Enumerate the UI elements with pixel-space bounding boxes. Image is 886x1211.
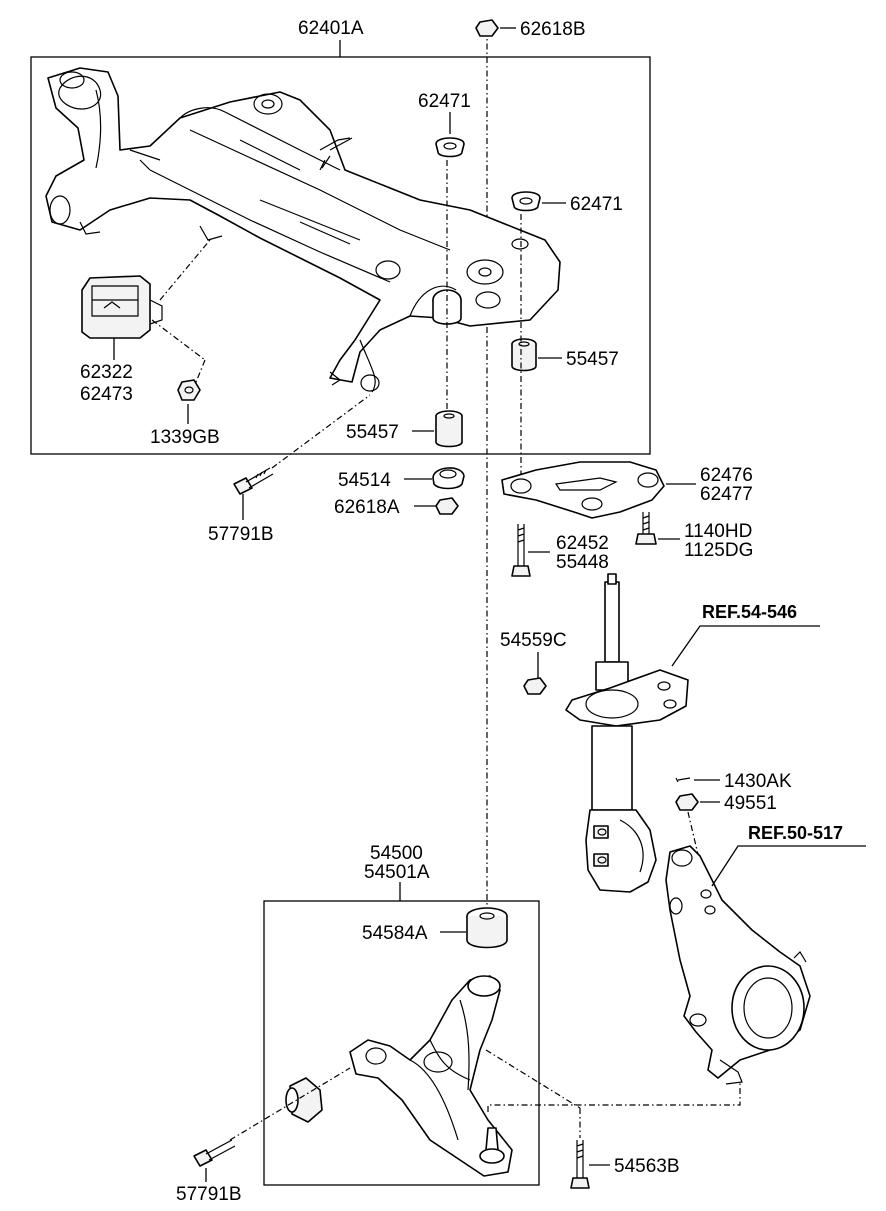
label-62618B: 62618B <box>520 19 586 40</box>
label-57791B-upper: 57791B <box>208 524 274 545</box>
crossmember-subframe <box>45 67 561 393</box>
label-54563B: 54563B <box>614 1156 680 1177</box>
label-55448: 55448 <box>556 552 609 573</box>
bracket-dash-line-2 <box>159 239 211 301</box>
steering-knuckle <box>665 845 811 1085</box>
bushing-right <box>511 338 537 372</box>
label-62471-right: 62471 <box>570 194 623 215</box>
arm-bolt-dash-line <box>485 1049 581 1109</box>
mount-bracket <box>81 275 163 339</box>
label-55457-center: 55457 <box>346 422 399 443</box>
label-1430AK: 1430AK <box>724 771 792 792</box>
label-54501A: 54501A <box>364 862 430 883</box>
lower-arm-group-box <box>263 900 540 1186</box>
bracket-dash-line <box>151 319 206 361</box>
label-62476: 62476 <box>700 465 753 486</box>
label-49551: 49551 <box>724 793 777 814</box>
label-57791B-lower: 57791B <box>176 1184 242 1205</box>
bushing-center <box>435 410 463 448</box>
bolt-stay <box>635 512 657 545</box>
label-55457-right: 55457 <box>566 349 619 370</box>
bolt-balljoint <box>570 1140 590 1189</box>
label-62322: 62322 <box>80 362 133 383</box>
flange-nut-left <box>177 379 201 401</box>
arm-bushing-dash-line <box>229 1067 351 1141</box>
label-ref-50-517: REF.50-517 <box>748 823 843 843</box>
label-1140HD: 1140HD <box>684 521 752 542</box>
label-62473: 62473 <box>80 384 133 405</box>
washer-upper <box>435 137 465 158</box>
nut-top <box>475 19 499 37</box>
label-1339GB: 1339GB <box>150 427 220 448</box>
label-54584A: 54584A <box>362 923 428 944</box>
label-62401A: 62401A <box>298 18 364 39</box>
label-1125DG: 1125DG <box>684 540 753 561</box>
lower-control-arm <box>349 975 513 1177</box>
label-62477: 62477 <box>700 484 753 505</box>
bolt-lower-arm <box>193 1139 236 1167</box>
label-62618A: 62618A <box>334 497 400 518</box>
cotter-pin <box>675 777 691 783</box>
washer-right <box>511 191 541 212</box>
label-54514: 54514 <box>338 470 391 491</box>
bolt-long <box>511 524 531 577</box>
castle-nut <box>675 793 699 811</box>
hex-nut-center <box>435 497 459 515</box>
label-62471-upper: 62471 <box>418 91 471 112</box>
label-ref-54-546: REF.54-546 <box>702 602 797 622</box>
label-54500: 54500 <box>370 843 423 864</box>
label-54559C: 54559C <box>500 630 567 651</box>
lower-arm-bushing-vertical <box>466 907 508 949</box>
lower-arm-bushing-horizontal <box>285 1077 323 1123</box>
strut-nut <box>523 677 547 695</box>
label-62452: 62452 <box>556 533 609 554</box>
strut-assembly <box>565 573 689 893</box>
seat-bushing <box>432 467 465 490</box>
stay-plate <box>501 461 665 519</box>
balljoint-dash-line <box>487 1082 741 1112</box>
leader-lines <box>113 27 866 1182</box>
bolt-crossmember <box>233 467 274 495</box>
